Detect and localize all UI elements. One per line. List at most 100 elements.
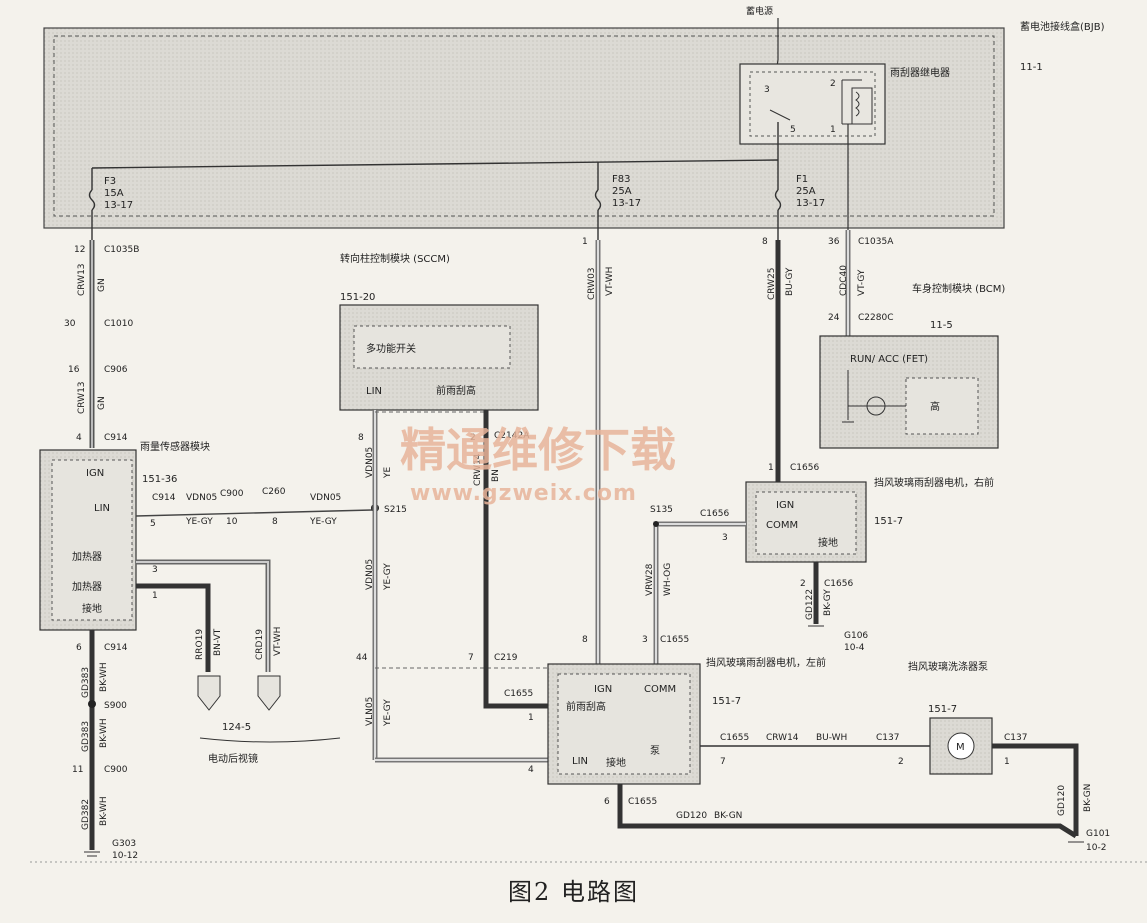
svg-text:F83: F83 [612,174,630,185]
svg-text:CRD19: CRD19 [255,629,265,660]
svg-text:WH-OG: WH-OG [663,563,673,596]
battery-label: 蓄电源 [746,5,773,17]
svg-text:11: 11 [72,765,83,775]
svg-text:接地: 接地 [818,536,838,549]
svg-text:6: 6 [76,643,82,653]
washer-ref: 151-7 [928,704,957,715]
svg-text:BK-WH: BK-WH [99,796,109,826]
svg-text:YE-GY: YE-GY [383,699,393,727]
svg-text:S900: S900 [104,701,127,711]
svg-text:8: 8 [762,237,768,247]
svg-text:CRW13: CRW13 [77,263,87,296]
svg-text:VT-GY: VT-GY [857,269,867,296]
svg-text:VDN05: VDN05 [365,447,375,478]
svg-text:10-12: 10-12 [112,851,138,861]
relay-pin-5: 5 [790,125,796,135]
svg-text:加热器: 加热器 [72,580,102,593]
svg-text:C914: C914 [104,433,128,443]
sccm-module: 转向柱控制模块 (SCCM) 151-20 多功能开关 LIN 前雨刮高 [339,252,539,411]
washer-title: 挡风玻璃洗涤器泵 [908,660,988,673]
svg-text:C900: C900 [104,765,128,775]
svg-text:C137: C137 [1004,733,1027,743]
fuse-f83: F83 25A 13-17 [594,162,641,240]
svg-text:13-17: 13-17 [104,200,133,211]
svg-text:C900: C900 [220,489,244,499]
svg-text:F3: F3 [104,176,116,187]
svg-text:1: 1 [768,463,774,473]
svg-text:C1656: C1656 [790,463,819,473]
svg-text:BK-GN: BK-GN [1083,784,1093,812]
svg-text:VRW28: VRW28 [645,563,655,596]
svg-text:GD122: GD122 [805,589,815,620]
svg-text:COMM: COMM [644,684,676,695]
svg-text:6: 6 [604,797,610,807]
svg-text:CRW13: CRW13 [77,381,87,414]
svg-text:C1655: C1655 [504,689,533,699]
svg-text:泵: 泵 [650,745,660,757]
svg-text:GD120: GD120 [1057,785,1067,816]
svg-text:C914: C914 [152,493,176,503]
svg-text:C219: C219 [494,653,518,663]
svg-text:C906: C906 [104,365,128,375]
power-mirror: 124-5 电动后视镜 [197,675,341,765]
svg-text:1: 1 [1004,757,1010,767]
svg-text:VT-WH: VT-WH [273,627,283,656]
comm-wire: S135 C1656 3 VRW28 WH-OG 3 C1655 [642,505,746,664]
svg-text:C1655: C1655 [720,733,749,743]
svg-text:F1: F1 [796,174,808,185]
svg-text:VDN05: VDN05 [365,559,375,590]
svg-text:BN: BN [491,469,501,482]
svg-text:YE-GY: YE-GY [185,517,213,527]
svg-text:BU-GY: BU-GY [785,267,795,296]
svg-text:高: 高 [930,400,940,413]
f1-wire: 8 CRW25 BU-GY 1 C1656 [762,237,819,482]
watermark-url: www.gzweix.com [410,481,637,506]
sccm-ref: 151-20 [340,292,375,303]
svg-text:C1656: C1656 [824,579,853,589]
bcm-module: 车身控制模块 (BCM) 11-5 RUN/ ACC (FET) 高 [819,282,1005,449]
svg-text:C1655: C1655 [660,635,689,645]
mirror-title: 电动后视镜 [208,752,258,765]
svg-text:30: 30 [64,319,76,329]
svg-text:C2142A: C2142A [494,431,530,441]
left-wiper-lin-pin: 4 [528,765,534,775]
svg-text:RUN/ ACC (FET): RUN/ ACC (FET) [850,354,928,365]
fuse-f1: F1 25A 13-17 [774,168,825,240]
svg-text:IGN: IGN [86,468,104,479]
svg-text:C1035A: C1035A [858,237,894,247]
fuse-f3: F3 15A 13-17 [88,168,133,240]
bjb-ref: 11-1 [1020,62,1043,73]
svg-text:LIN: LIN [366,386,382,397]
svg-text:VT-WH: VT-WH [605,267,615,296]
svg-text:C2280C: C2280C [858,313,893,323]
svg-text:VLN05: VLN05 [365,697,375,726]
svg-text:BU-WH: BU-WH [816,733,847,743]
wiper-right-ref: 151-7 [874,516,903,527]
svg-text:C1656: C1656 [700,509,729,519]
rain-module-title: 雨量传感器模块 [140,440,210,453]
svg-text:5: 5 [150,519,156,529]
svg-text:LIN: LIN [572,756,588,767]
svg-text:8: 8 [358,433,364,443]
svg-text:GD383: GD383 [81,667,91,698]
svg-text:G303: G303 [112,839,136,849]
wiper-motor-right: 挡风玻璃雨刮器电机，右前 151-7 IGN COMM 接地 [745,476,994,563]
svg-text:13-17: 13-17 [612,198,641,209]
watermark: 精通维修下载 www.gzweix.com [400,423,676,506]
heater-wires: 3 1 RRO19 BN-VT CRD19 VT-WH [136,559,283,672]
svg-text:1: 1 [582,237,588,247]
svg-text:3: 3 [642,635,648,645]
svg-text:S215: S215 [384,505,407,515]
svg-text:多功能开关: 多功能开关 [366,342,416,355]
relay-pin-3: 3 [764,85,770,95]
rain-sensor-module: 雨量传感器模块 151-36 IGN LIN 加热器 加热器 接地 [39,440,210,631]
svg-text:1: 1 [528,713,534,723]
svg-text:2: 2 [800,579,806,589]
svg-text:C260: C260 [262,487,286,497]
svg-text:2: 2 [470,433,476,443]
svg-text:C1035B: C1035B [104,245,139,255]
svg-text:YE: YE [383,467,393,479]
washer-pump: 挡风玻璃洗涤器泵 151-7 M [908,660,993,775]
svg-text:25A: 25A [796,186,816,197]
svg-text:10-2: 10-2 [1086,843,1106,853]
